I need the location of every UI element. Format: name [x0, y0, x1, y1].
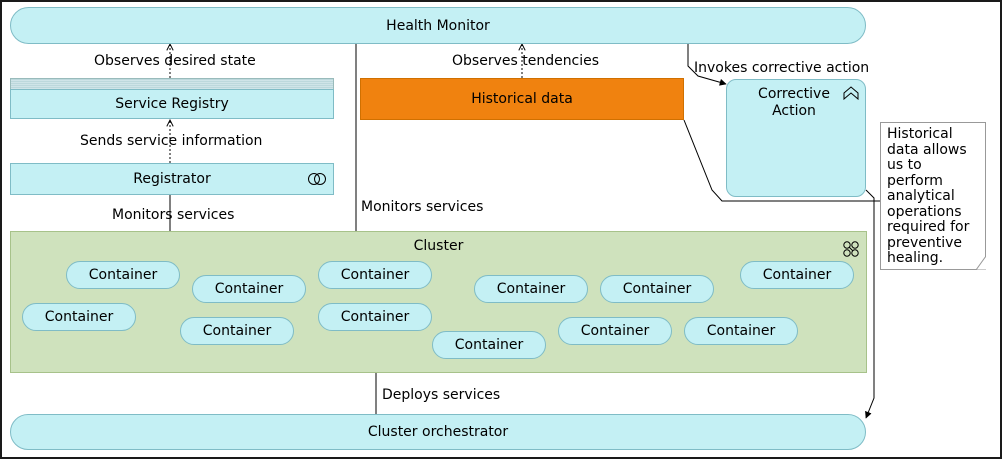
container-node: Container — [558, 317, 672, 345]
registrator-label: Registrator — [133, 171, 211, 187]
chevron-up-icon — [843, 86, 859, 100]
container-label: Container — [340, 309, 410, 325]
edge-monitor-to-corrective — [687, 44, 727, 86]
edge-label-deploys-services: Deploys services — [382, 387, 501, 403]
note-box: Historical data allows us to perform ana… — [880, 122, 986, 270]
container-label: Container — [44, 309, 114, 325]
edge-label-observes-desired-state: Observes desired state — [94, 53, 256, 69]
note-fold-corner — [976, 256, 986, 270]
container-label: Container — [202, 323, 272, 339]
container-label: Container — [88, 267, 158, 283]
service-registry-node: Service Registry — [10, 89, 334, 119]
health-monitor-node: Health Monitor — [10, 7, 866, 44]
container-node: Container — [22, 303, 136, 331]
edge-label-observes-tendencies: Observes tendencies — [452, 53, 600, 69]
edge-label-monitors-services-right: Monitors services — [361, 199, 484, 215]
health-monitor-label: Health Monitor — [386, 17, 490, 34]
container-node: Container — [474, 275, 588, 303]
container-node: Container — [66, 261, 180, 289]
container-node: Container — [740, 261, 854, 289]
edge-corrective-to-orchestrator — [865, 189, 875, 419]
corrective-action-label: Corrective Action — [758, 86, 830, 119]
edge-label-invokes-corrective-action: Invokes corrective action — [694, 60, 870, 76]
container-node: Container — [318, 303, 432, 331]
edge-label-monitors-services-left: Monitors services — [112, 207, 235, 223]
service-registry-label: Service Registry — [115, 96, 229, 112]
edge-label-sends-service-information: Sends service information — [80, 133, 263, 149]
container-label: Container — [214, 281, 284, 297]
cluster-orchestrator-label: Cluster orchestrator — [367, 424, 509, 440]
container-node: Container — [432, 331, 546, 359]
container-label: Container — [496, 281, 566, 297]
cluster-nodes-icon — [843, 241, 859, 257]
container-label: Container — [340, 267, 410, 283]
cluster-label: Cluster — [413, 238, 464, 254]
registrator-node: Registrator — [10, 163, 334, 195]
container-node: Container — [192, 275, 306, 303]
cluster-orchestrator-node: Cluster orchestrator — [10, 414, 866, 450]
container-label: Container — [762, 267, 832, 283]
edge-historical-to-note — [683, 119, 880, 202]
historical-data-node: Historical data — [360, 78, 684, 120]
container-label: Container — [580, 323, 650, 339]
container-node: Container — [684, 317, 798, 345]
container-node: Container — [600, 275, 714, 303]
container-label: Container — [706, 323, 776, 339]
note-text: Historical data allows us to perform ana… — [887, 126, 970, 266]
historical-data-label: Historical data — [471, 91, 573, 107]
container-label: Container — [622, 281, 692, 297]
container-label: Container — [454, 337, 524, 353]
container-node: Container — [180, 317, 294, 345]
interface-collaboration-icon — [308, 173, 326, 185]
container-node: Container — [318, 261, 432, 289]
corrective-action-node: Corrective Action — [726, 79, 866, 197]
